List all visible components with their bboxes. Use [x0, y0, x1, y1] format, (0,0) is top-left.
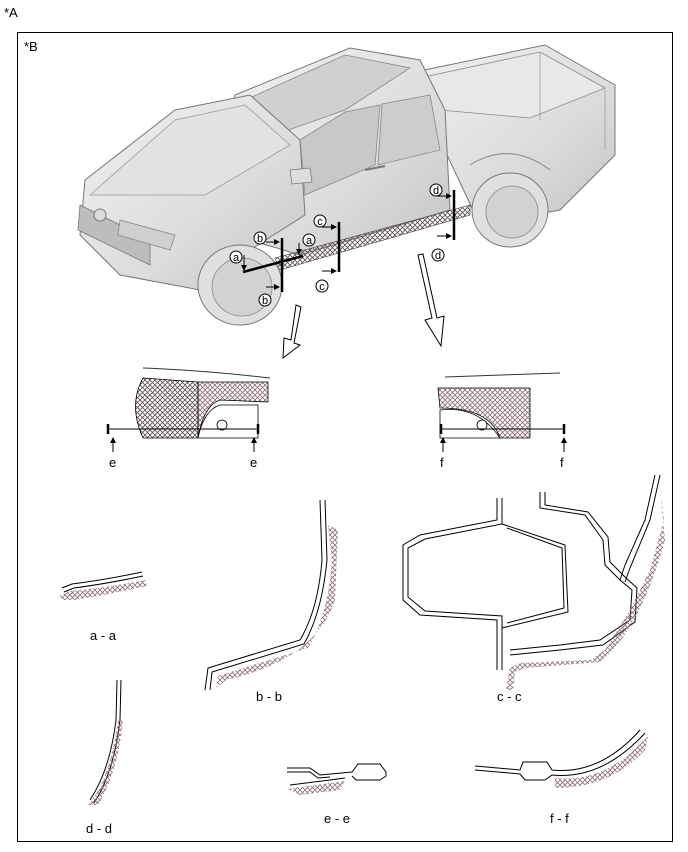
- detail-arrow-left: [282, 304, 302, 360]
- callout-d-top: d: [433, 185, 439, 197]
- section-a-a-label: a - a: [90, 628, 117, 643]
- section-e-e-drawing: [287, 763, 387, 795]
- callout-d-bottom-circle: [431, 248, 445, 262]
- callout-d-bottom: d: [435, 250, 441, 262]
- detail-f-left-label: f: [440, 455, 444, 470]
- callout-a-right-circle: [302, 233, 316, 247]
- section-line-a: [242, 254, 304, 274]
- detail-f-view: [437, 372, 567, 452]
- callout-a-right: a: [306, 235, 313, 247]
- frame-label: *B: [24, 39, 38, 54]
- detail-f-right-label: f: [560, 455, 564, 470]
- section-d-d-drawing: [88, 679, 123, 805]
- section-d-d-label: d - d: [86, 821, 113, 836]
- callout-c-bottom: c: [319, 281, 325, 293]
- callout-b-bottom: b: [262, 295, 268, 307]
- section-f-f-drawing: [474, 729, 648, 788]
- callout-circles: [229, 183, 445, 307]
- diagram-frame: [17, 32, 673, 842]
- callout-a-left: a: [233, 252, 240, 264]
- callout-d-top-circle: [429, 183, 443, 197]
- section-e-e-label: e - e: [324, 811, 351, 826]
- page-label: *A: [4, 5, 18, 20]
- callout-c-top: c: [317, 216, 323, 228]
- detail-e-right-label: e: [250, 455, 258, 470]
- callout-b-bottom-circle: [258, 293, 272, 307]
- callout-c-bottom-circle: [315, 279, 329, 293]
- section-lines: [242, 190, 456, 292]
- callout-c-top-circle: [313, 214, 327, 228]
- section-f-f-label: f - f: [550, 811, 569, 826]
- section-b-b-drawing: [204, 499, 338, 691]
- callout-b-top-circle: [253, 231, 267, 245]
- detail-e-view: [106, 367, 271, 452]
- section-b-b-label: b - b: [256, 689, 283, 704]
- section-a-a-drawing: [60, 571, 147, 600]
- detail-arrows: [282, 253, 445, 360]
- callout-a-left-circle: [229, 250, 243, 264]
- callout-b-top: b: [257, 233, 263, 245]
- pickup-truck-illustration: [77, 44, 616, 326]
- detail-e-left-label: e: [109, 455, 117, 470]
- section-c-c-label: c - c: [497, 689, 522, 704]
- section-arrows: [241, 193, 452, 290]
- detail-arrow-right: [417, 253, 445, 348]
- section-c-c-drawing: [402, 474, 665, 690]
